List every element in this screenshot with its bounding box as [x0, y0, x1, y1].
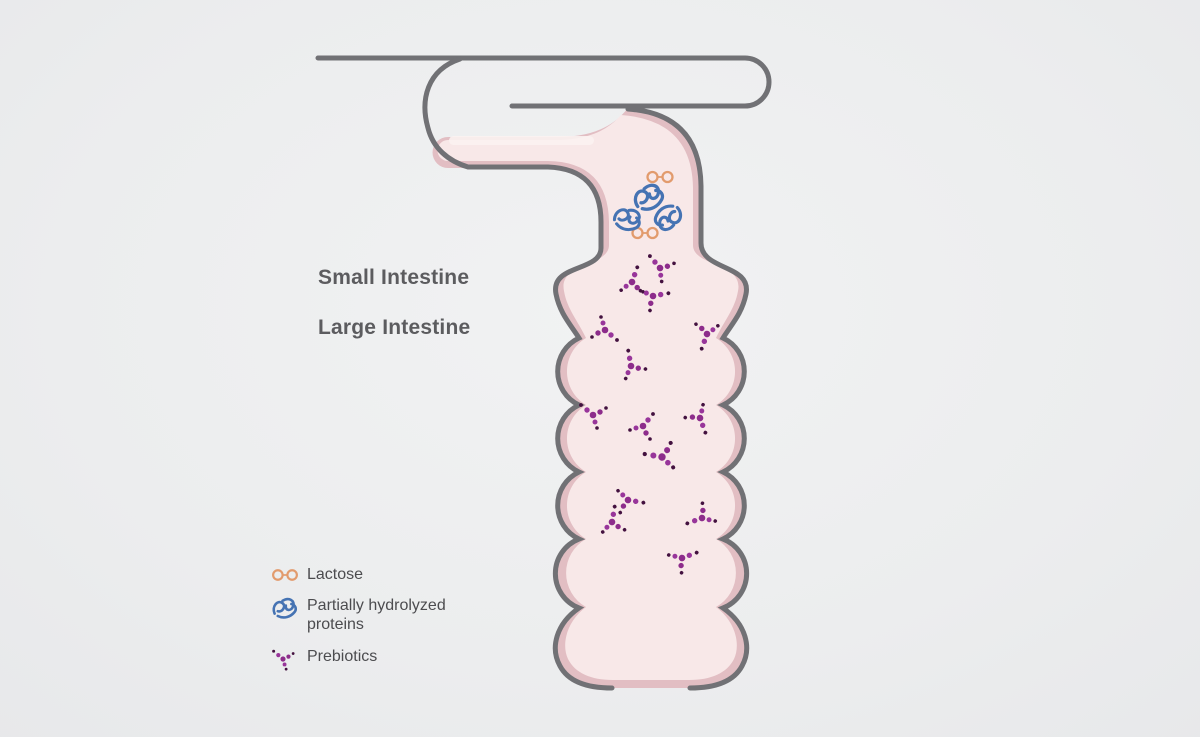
- legend-label-prebiotics: Prebiotics: [307, 648, 378, 665]
- tract-left-wall: [422, 56, 615, 691]
- tract-right-wall: [625, 106, 750, 691]
- lumen-top-highlight: [449, 136, 594, 145]
- protein-icon: [270, 595, 300, 621]
- legend-label-lactose: Lactose: [307, 566, 364, 583]
- legend-item-prebiotics: Prebiotics: [270, 647, 482, 672]
- small-intestine-label: Small Intestine: [318, 266, 470, 289]
- lactose-icon: [270, 568, 300, 582]
- legend-item-proteins: Partially hydrolyzed proteins: [270, 596, 482, 634]
- legend-item-lactose: Lactose: [270, 565, 482, 584]
- large-intestine-label: Large Intestine: [318, 316, 471, 339]
- prebiotic-icon: [270, 646, 300, 672]
- small-intestine-upper-line: [315, 55, 772, 109]
- legend-label-proteins: Partially hydrolyzed proteins: [307, 597, 446, 633]
- tract-outline: [315, 55, 772, 691]
- lumen-inner-fill: [437, 115, 739, 680]
- intestine-lumen: [432, 109, 747, 688]
